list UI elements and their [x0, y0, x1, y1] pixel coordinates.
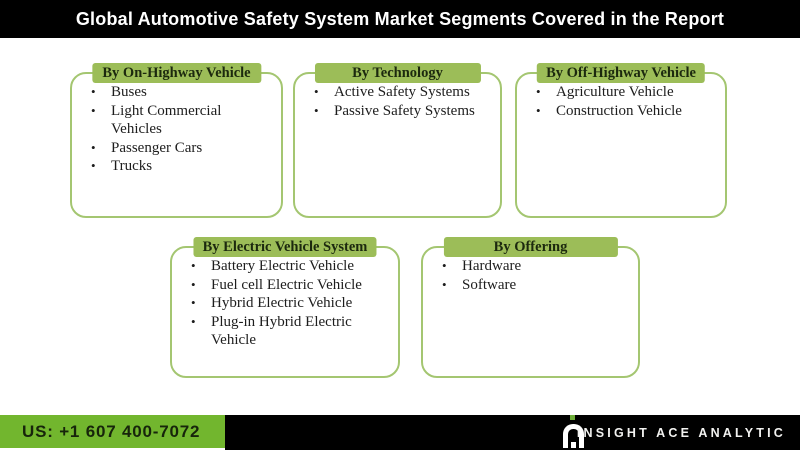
- segment-item: Light Commercial Vehicles: [88, 102, 275, 139]
- segment-item: Hardware: [439, 257, 632, 276]
- segment-box-technology: By Technology Active Safety SystemsPassi…: [293, 63, 502, 218]
- insight-ace-logo-icon: [563, 415, 587, 448]
- segment-item-list: BusesLight Commercial VehiclesPassenger …: [72, 83, 281, 176]
- segment-item: Battery Electric Vehicle: [188, 257, 392, 276]
- footer-brand-bar: INSIGHT ACE ANALYTIC: [225, 415, 800, 450]
- segment-item: Plug-in Hybrid Electric Vehicle: [188, 313, 392, 350]
- segment-header-tab: By Offering: [443, 237, 618, 257]
- segment-header-tab: By Electric Vehicle System: [193, 237, 377, 257]
- segment-header-tab: By Technology: [314, 63, 481, 83]
- page-title: Global Automotive Safety System Market S…: [75, 8, 725, 29]
- segment-item-list: HardwareSoftware: [423, 257, 638, 294]
- brand-name: INSIGHT ACE ANALYTIC: [576, 425, 786, 440]
- segment-item: Fuel cell Electric Vehicle: [188, 276, 392, 295]
- segment-item: Software: [439, 276, 632, 295]
- segment-item: Construction Vehicle: [533, 102, 719, 121]
- segment-header-tab: By Off-Highway Vehicle: [536, 63, 706, 83]
- segment-item-list: Agriculture VehicleConstruction Vehicle: [517, 83, 725, 120]
- logo-dot: [571, 442, 576, 448]
- phone-number: US: +1 607 400-7072: [22, 421, 201, 441]
- segment-box-electric-vehicle-system: By Electric Vehicle System Battery Elect…: [170, 237, 400, 378]
- segment-box-off-highway-vehicle: By Off-Highway Vehicle Agriculture Vehic…: [515, 63, 727, 218]
- segment-header-label: By Offering: [493, 239, 568, 255]
- segment-item: Agriculture Vehicle: [533, 83, 719, 102]
- segment-header-label: By Electric Vehicle System: [202, 239, 368, 255]
- segment-item: Passenger Cars: [88, 139, 275, 158]
- segment-header-label: By Technology: [352, 65, 443, 81]
- segment-item: Hybrid Electric Vehicle: [188, 294, 392, 313]
- segment-header-tab: By On-Highway Vehicle: [91, 63, 262, 83]
- logo-arch: [563, 424, 584, 448]
- footer-contact-bar: US: +1 607 400-7072: [0, 415, 225, 448]
- logo-green-square: [570, 415, 575, 420]
- segment-item-list: Active Safety SystemsPassive Safety Syst…: [295, 83, 500, 120]
- segment-box-offering: By Offering HardwareSoftware: [421, 237, 640, 378]
- segment-item: Buses: [88, 83, 275, 102]
- title-bar: Global Automotive Safety System Market S…: [0, 0, 800, 38]
- segment-header-label: By On-Highway Vehicle: [102, 65, 251, 81]
- segment-item: Trucks: [88, 157, 275, 176]
- segment-header-label: By Off-Highway Vehicle: [546, 65, 696, 81]
- segment-item-list: Battery Electric VehicleFuel cell Electr…: [172, 257, 398, 350]
- segment-box-on-highway-vehicle: By On-Highway Vehicle BusesLight Commerc…: [70, 63, 283, 218]
- segment-item: Active Safety Systems: [311, 83, 494, 102]
- segment-item: Passive Safety Systems: [311, 102, 494, 121]
